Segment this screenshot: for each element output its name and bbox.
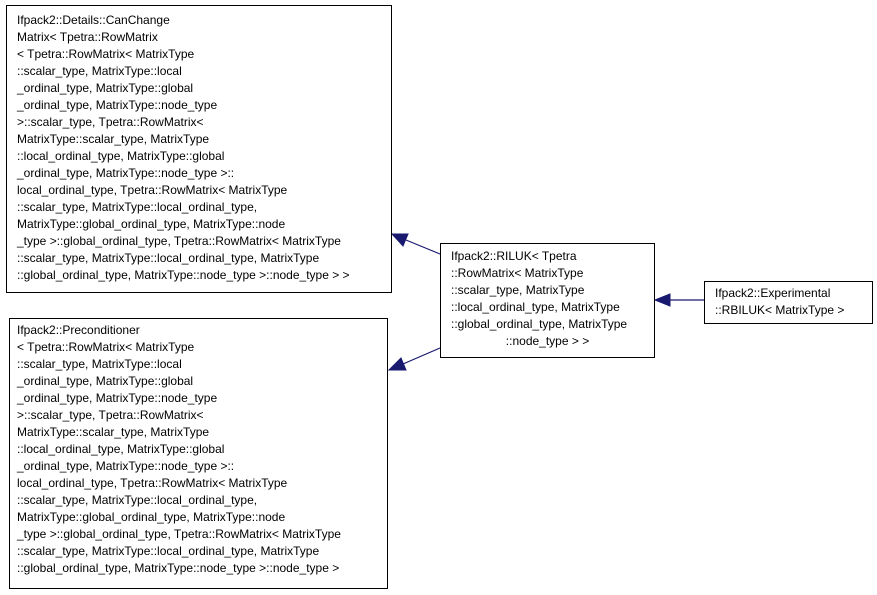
node-line: Ifpack2::RILUK< Tpetra [451,249,577,263]
node-line: ::node_type > > [505,334,590,348]
node-line: Ifpack2::Details::CanChange [17,13,170,27]
edge-riluk-to-canchange [390,233,441,255]
node-line: _ordinal_type, MatrixType::node_type >:: [17,166,235,180]
node-line: >::scalar_type, Tpetra::RowMatrix< [17,408,204,422]
node-line: local_ordinal_type, Tpetra::RowMatrix< M… [17,476,288,490]
node-line: ::scalar_type, MatrixType::local_ordinal… [17,200,258,214]
node-line: Ifpack2::Experimental [715,286,831,300]
node-line: ::global_ordinal_type, MatrixType::node_… [17,561,340,575]
node-line: MatrixType::global_ordinal_type, MatrixT… [17,510,286,524]
node-line: local_ordinal_type, Tpetra::RowMatrix< M… [17,183,288,197]
node-line: _ordinal_type, MatrixType::global [17,81,194,95]
node-line: Ifpack2::Preconditioner [17,323,140,337]
node-line: _type >::global_ordinal_type, Tpetra::Ro… [17,527,341,541]
node-line: ::scalar_type, MatrixType [451,283,585,297]
node-line: ::local_ordinal_type, MatrixType [451,300,620,314]
node-riluk[interactable]: Ifpack2::RILUK< Tpetra ::RowMatrix< Matr… [440,243,655,358]
node-preconditioner[interactable]: Ifpack2::Preconditioner < Tpetra::RowMat… [9,318,388,589]
node-line: ::global_ordinal_type, MatrixType::node_… [17,268,350,282]
node-line: ::scalar_type, MatrixType::local_ordinal… [17,493,258,507]
node-line: >::scalar_type, Tpetra::RowMatrix< [17,115,204,129]
node-line: MatrixType::scalar_type, MatrixType [17,132,210,146]
node-line: _ordinal_type, MatrixType::global [17,374,194,388]
node-canchange-matrix[interactable]: Ifpack2::Details::CanChange Matrix< Tpet… [6,5,392,293]
node-line: ::local_ordinal_type, MatrixType::global [17,442,225,456]
edge-rbiluk-to-riluk [653,293,704,307]
node-rbiluk[interactable]: Ifpack2::Experimental ::RBILUK< MatrixTy… [704,281,873,324]
node-line: ::scalar_type, MatrixType::local_ordinal… [17,251,320,265]
node-line: ::local_ordinal_type, MatrixType::global [17,149,225,163]
node-line: ::global_ordinal_type, MatrixType [451,317,628,331]
node-line: ::scalar_type, MatrixType::local [17,64,182,78]
node-line: _ordinal_type, MatrixType::node_type >:: [17,459,235,473]
node-line: _ordinal_type, MatrixType::node_type [17,391,218,405]
node-line: _ordinal_type, MatrixType::node_type [17,98,218,112]
node-line: Matrix< Tpetra::RowMatrix [17,30,158,44]
node-line: ::scalar_type, MatrixType::local [17,357,182,371]
node-line: ::RowMatrix< MatrixType [451,266,584,280]
node-line: MatrixType::scalar_type, MatrixType [17,425,210,439]
node-line: _type >::global_ordinal_type, Tpetra::Ro… [17,234,341,248]
node-line: < Tpetra::RowMatrix< MatrixType [17,340,195,354]
node-line: ::RBILUK< MatrixType > [715,303,845,317]
node-line: MatrixType::global_ordinal_type, MatrixT… [17,217,286,231]
node-line: ::scalar_type, MatrixType::local_ordinal… [17,544,320,558]
edge-riluk-to-preconditioner [387,347,441,371]
node-line: < Tpetra::RowMatrix< MatrixType [17,47,195,61]
